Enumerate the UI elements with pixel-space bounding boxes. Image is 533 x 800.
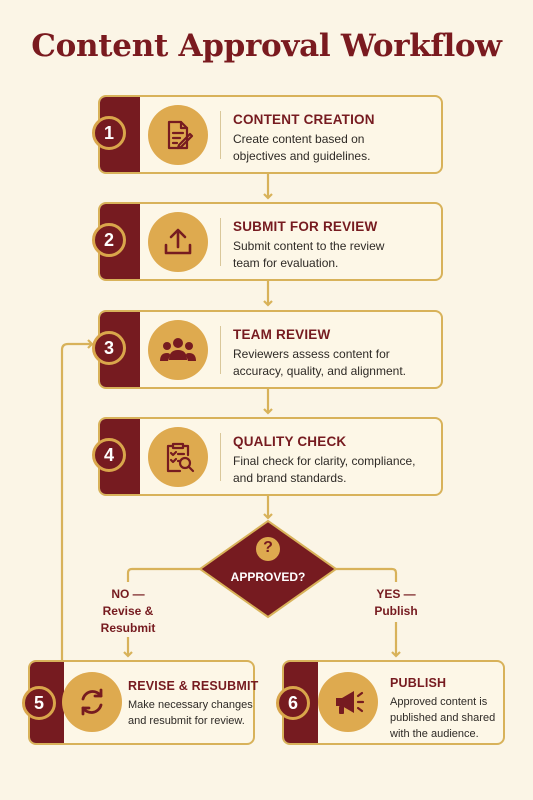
document-edit-icon (148, 105, 208, 165)
team-icon (148, 320, 208, 380)
step-number: 5 (22, 686, 56, 720)
loop-back-path (60, 339, 94, 662)
step-number: 3 (92, 331, 126, 365)
step-number: 1 (92, 116, 126, 150)
step-title: TEAM REVIEW (233, 327, 331, 342)
step-description: Make necessary changes and resubmit for … (128, 699, 253, 727)
no-branch-path (126, 567, 201, 582)
step-number: 2 (92, 223, 126, 257)
divider (220, 218, 221, 266)
step-title: QUALITY CHECK (233, 434, 347, 449)
question-icon (256, 537, 280, 561)
yes-branch-path (335, 567, 398, 582)
step-title: CONTENT CREATION (233, 112, 375, 127)
divider (220, 326, 221, 374)
divider (220, 111, 221, 159)
decision-diamond (198, 519, 338, 619)
clipboard-search-icon (148, 427, 208, 487)
refresh-icon (62, 672, 122, 732)
step-title: PUBLISH (390, 676, 447, 690)
step-description: Reviewers assess content for accuracy, q… (233, 347, 406, 378)
step-description: Create content based on objectives and g… (233, 132, 371, 163)
step-description: Final check for clarity, compliance, and… (233, 454, 416, 485)
no-branch-label: NO — Revise & Resubmit (100, 587, 156, 635)
question-mark: ? (263, 539, 273, 556)
page-title: Content Approval Workflow (31, 28, 502, 64)
step-number: 6 (276, 686, 310, 720)
step-title: REVISE & RESUBMIT (128, 679, 259, 693)
step-number: 4 (92, 438, 126, 472)
step-title: SUBMIT FOR REVIEW (233, 219, 378, 234)
megaphone-icon (318, 672, 378, 732)
step-description: Submit content to the review team for ev… (233, 239, 385, 270)
yes-branch-label: YES — Publish (374, 587, 418, 618)
upload-icon (148, 212, 208, 272)
decision-label: APPROVED? (230, 570, 306, 584)
divider (220, 433, 221, 481)
step-description: Approved content is published and shared… (390, 696, 496, 740)
